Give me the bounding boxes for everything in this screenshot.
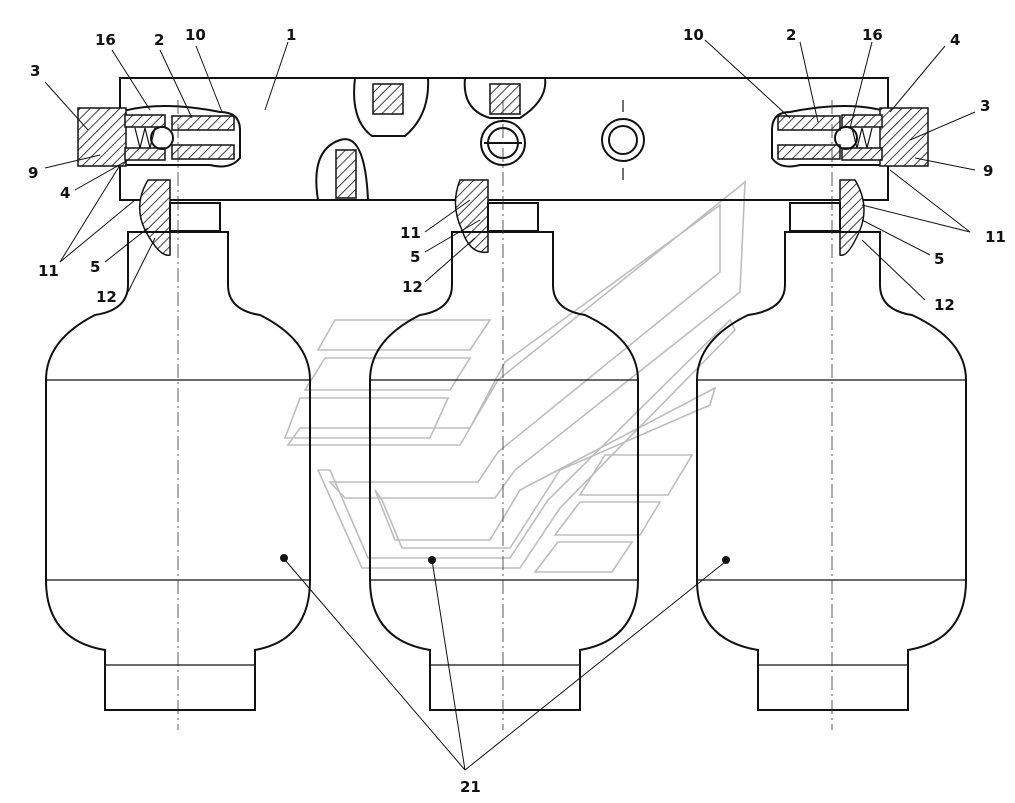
label-16-left: 16 (95, 31, 116, 49)
accumulator-right (696, 100, 967, 730)
label-12-left: 12 (96, 288, 117, 306)
label-10-right: 10 (683, 26, 704, 44)
label-5-left: 5 (90, 258, 100, 276)
label-3-right: 3 (980, 97, 990, 115)
label-9-left: 9 (28, 164, 38, 182)
label-4-right: 4 (950, 31, 960, 49)
label-9-right: 9 (983, 162, 993, 180)
label-2-right: 2 (786, 26, 796, 44)
leader-lines (44, 39, 976, 771)
label-5-right: 5 (934, 250, 944, 268)
label-11-left: 11 (38, 262, 59, 280)
label-4-left: 4 (60, 184, 70, 202)
label-5-middle: 5 (410, 248, 420, 266)
label-1: 1 (286, 26, 296, 44)
left-check-valve (77, 105, 241, 168)
label-10-left: 10 (185, 26, 206, 44)
right-check-valve (771, 105, 929, 168)
part-labels: 1 16 2 10 3 9 4 11 5 12 10 2 16 4 3 9 11… (28, 26, 1006, 796)
label-12-right: 12 (934, 296, 955, 314)
watermark-logo (283, 180, 746, 573)
label-3-left: 3 (30, 62, 40, 80)
label-11-right: 11 (985, 228, 1006, 246)
label-21: 21 (460, 778, 481, 796)
label-2-left: 2 (154, 31, 164, 49)
accumulator-left (45, 100, 311, 730)
accumulator-middle (369, 100, 639, 730)
label-12-middle: 12 (402, 278, 423, 296)
manifold-block (119, 77, 889, 201)
label-11-middle: 11 (400, 224, 421, 242)
label-16-right: 16 (862, 26, 883, 44)
